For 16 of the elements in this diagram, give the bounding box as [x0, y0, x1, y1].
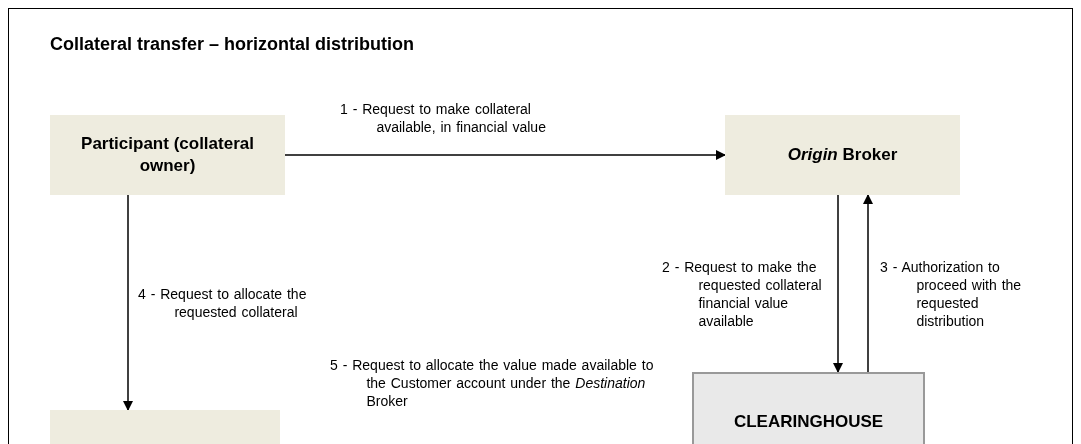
arrow: [284, 150, 726, 160]
clearinghouse-box: [692, 372, 925, 444]
node-label: CLEARINGHOUSE: [732, 410, 885, 433]
arrow: [123, 194, 133, 411]
edge-label: 1 - Request to make collateral available, in financial value: [340, 100, 547, 136]
node-label: Participant (collateral owner): [80, 132, 255, 177]
diagram-title: Collateral transfer – horizontal distribution: [50, 34, 415, 55]
node-label: Origin Broker: [786, 143, 899, 166]
edge-label: 3 - Authorization to proceed with the requested distribution: [880, 258, 1023, 330]
arrow: [863, 194, 873, 373]
edge-label: 4 - Request to allocate the requested collateral: [138, 285, 308, 321]
note-text: 5 - Request to allocate the value made available to the Customer account under the Destination Broker: [330, 356, 655, 410]
edge-label: 2 - Request to make the requested collateral financial value available: [662, 258, 823, 330]
process-box: [50, 115, 285, 195]
arrow: [833, 194, 843, 373]
process-box: [725, 115, 960, 195]
